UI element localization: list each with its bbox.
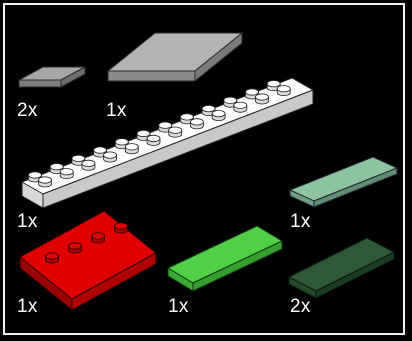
stud xyxy=(68,242,82,254)
part-large-gray-tile xyxy=(106,31,244,83)
stud xyxy=(266,80,281,92)
stud xyxy=(81,159,96,171)
part-quantity-label: 1x xyxy=(168,296,189,317)
stud xyxy=(45,252,59,264)
stud xyxy=(59,168,74,180)
stud xyxy=(189,118,204,130)
stud xyxy=(38,176,52,188)
stud xyxy=(114,222,128,234)
stud xyxy=(168,126,183,138)
stud xyxy=(276,85,291,97)
stud xyxy=(255,93,269,105)
part-quantity-label: 2x xyxy=(290,296,311,317)
part-small-gray-tile xyxy=(18,66,86,88)
stud xyxy=(91,232,105,244)
stud xyxy=(146,134,161,146)
part-quantity-label: 1x xyxy=(290,211,311,232)
plate-studs xyxy=(45,222,128,264)
stud xyxy=(211,110,226,121)
part-white-plate-2x12 xyxy=(20,77,315,209)
plate-studs xyxy=(28,80,291,188)
part-quantity-label: 1x xyxy=(106,100,127,121)
part-bright-green-tile xyxy=(166,225,284,292)
stud xyxy=(223,96,238,108)
stud xyxy=(233,101,248,113)
stud xyxy=(103,151,117,163)
part-sand-green-tile xyxy=(288,156,399,208)
part-quantity-label: 1x xyxy=(17,296,38,317)
stud xyxy=(124,143,139,155)
part-red-plate-1x4 xyxy=(19,210,157,311)
part-dark-green-tile xyxy=(287,237,396,299)
part-quantity-label: 1x xyxy=(17,211,38,232)
part-quantity-label: 2x xyxy=(17,100,38,121)
